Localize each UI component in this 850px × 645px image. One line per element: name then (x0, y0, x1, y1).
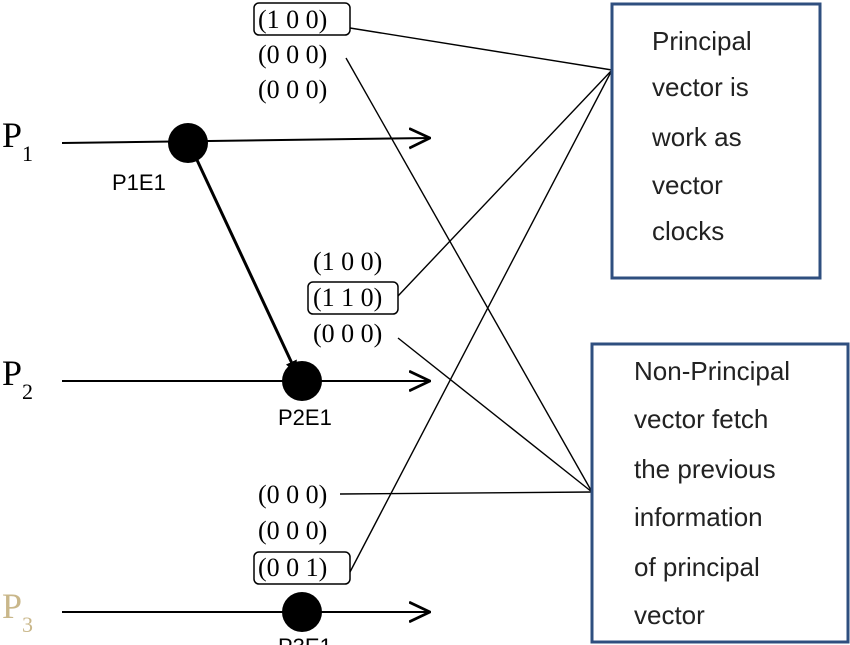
message-arrow (188, 144, 298, 373)
vector-p2-3: (0 0 0) (313, 319, 382, 348)
event-label-p2e1: P2E1 (278, 405, 332, 430)
principal-note-line-3: work as (651, 122, 742, 152)
principal-vector-box-p3 (253, 551, 351, 585)
principal-note-box (610, 2, 822, 280)
p3e1-event-dot (282, 592, 322, 632)
vector-p3-3: (0 0 1) (258, 553, 327, 582)
non-principal-note-line-5: of principal (634, 552, 760, 582)
non-principal-note-box (590, 342, 850, 644)
principal-note-line-4: vector (652, 170, 723, 200)
vector-p1-1: (1 0 0) (258, 5, 327, 34)
connector-lines (339, 27, 613, 573)
principal-note-line-5: clocks (652, 216, 724, 246)
non-principal-note-line-6: vector (634, 600, 705, 630)
p2e1-event-dot (282, 361, 322, 401)
non-principal-note-line-3: the previous (634, 454, 776, 484)
non-principal-note-line-2: vector fetch (634, 404, 768, 434)
process-label-p3: P3 (2, 586, 33, 637)
vector-p3-2: (0 0 0) (258, 516, 327, 545)
non-principal-note-line-1: Non-Principal (634, 356, 790, 386)
vector-p1-3: (0 0 0) (258, 75, 327, 104)
principal-vector-box-p1 (253, 2, 351, 36)
event-label-p1e1: P1E1 (112, 170, 166, 195)
p1e1-event-dot (168, 123, 208, 163)
vector-p3-1: (0 0 0) (258, 480, 327, 509)
principal-note-line-1: Principal (652, 26, 752, 56)
vector-p2-1: (1 0 0) (313, 247, 382, 276)
vector-p2-2: (1 1 0) (313, 283, 382, 312)
event-label-p3e1: P3E1 (278, 634, 332, 645)
principal-note-line-2: vector is (652, 72, 749, 102)
vector-p1-2: (0 0 0) (258, 40, 327, 69)
process-label-p2: P2 (2, 353, 33, 404)
p1-timeline (61, 138, 430, 143)
process-label-p1: P1 (2, 115, 33, 166)
principal-vector-box-p2 (307, 281, 399, 315)
non-principal-note-line-4: information (634, 502, 763, 532)
